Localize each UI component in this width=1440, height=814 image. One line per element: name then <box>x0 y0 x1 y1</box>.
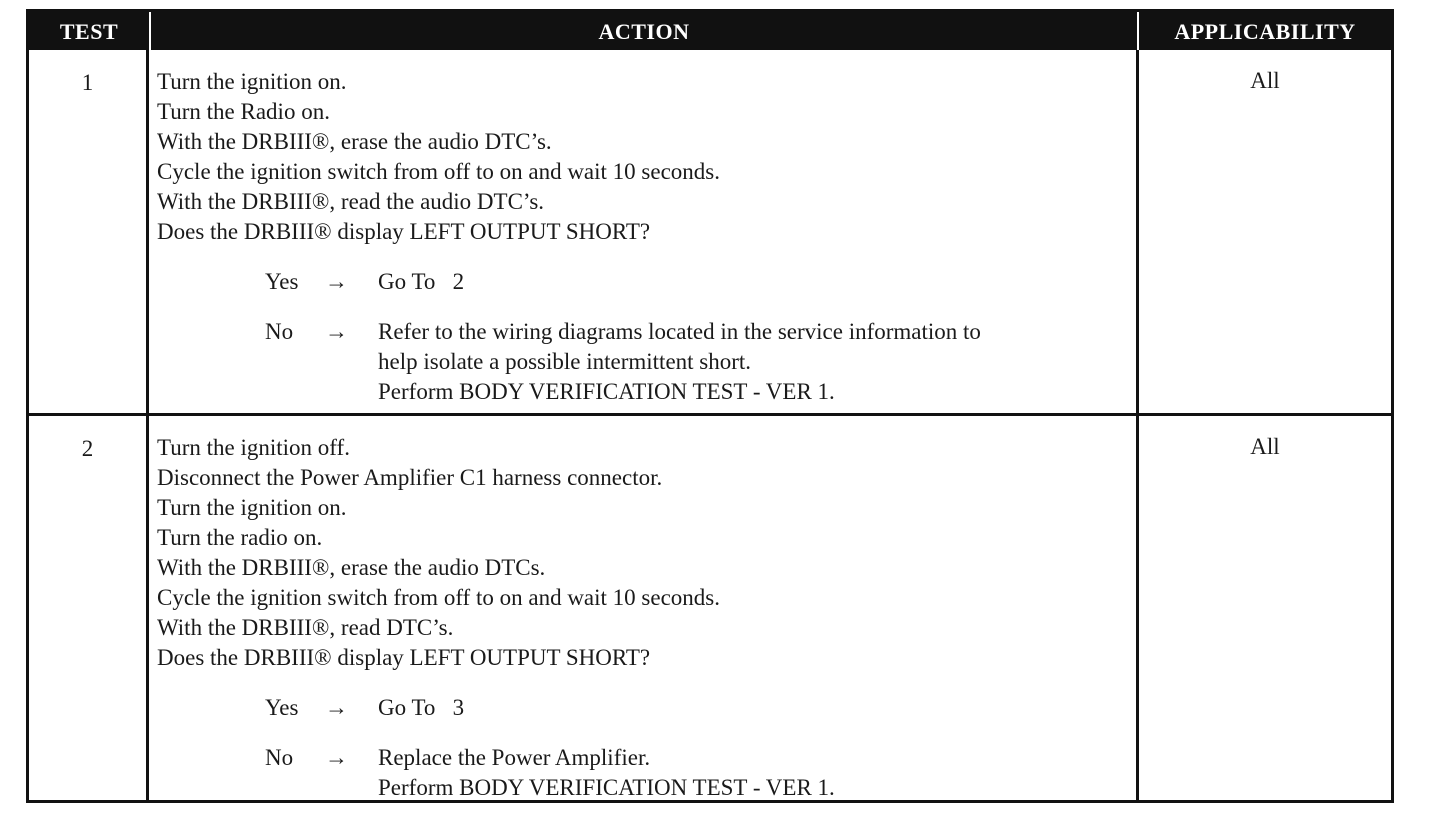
step-line: With the DRBIII®, read DTC’s. <box>157 615 454 640</box>
answers: Yes → Go To 2 No → Refer to the wiring d… <box>265 267 1136 407</box>
step-line: Does the DRBIII® display LEFT OUTPUT SHO… <box>157 219 651 244</box>
header-action: ACTION <box>149 12 1139 50</box>
no-answer: No → Replace the Power Amplifier. Perfor… <box>265 743 1136 803</box>
step-line: Turn the ignition off. <box>157 435 350 460</box>
action-cell: Turn the ignition off. Disconnect the Po… <box>149 413 1139 803</box>
action-cell: Turn the ignition on. Turn the Radio on.… <box>149 50 1139 413</box>
step-line: Turn the ignition on. <box>157 495 347 520</box>
response-line: Go To 3 <box>378 695 465 720</box>
step-line: Cycle the ignition switch from off to on… <box>157 159 720 184</box>
step-line: With the DRBIII®, erase the audio DTC’s. <box>157 129 552 154</box>
step-line: Does the DRBIII® display LEFT OUTPUT SHO… <box>157 645 651 670</box>
arrow-right-icon: → <box>325 269 348 294</box>
arrow-right-icon: → <box>325 319 348 344</box>
diagnostic-test-table: TEST ACTION APPLICABILITY 1 Turn the ign… <box>26 9 1394 803</box>
no-label: No <box>265 745 294 770</box>
no-answer: No → Refer to the wiring diagrams locate… <box>265 317 1136 407</box>
response-line: Replace the Power Amplifier. <box>378 745 651 770</box>
response-line: Perform BODY VERIFICATION TEST - VER 1. <box>378 379 835 404</box>
answers: Yes → Go To 3 No → Replace the Power Amp… <box>265 693 1136 803</box>
yes-label: Yes <box>265 269 299 294</box>
yes-label: Yes <box>265 695 299 720</box>
header-test: TEST <box>29 12 149 50</box>
yes-answer: Yes → Go To 2 <box>265 267 1136 297</box>
step-line: With the DRBIII®, erase the audio DTCs. <box>157 555 546 580</box>
no-response: Replace the Power Amplifier. Perform BOD… <box>378 743 1136 803</box>
response-line: Refer to the wiring diagrams located in … <box>378 319 981 344</box>
test-number: 2 <box>29 413 149 803</box>
response-line: Perform BODY VERIFICATION TEST - VER 1. <box>378 775 835 800</box>
yes-response: Go To 3 <box>378 693 1136 723</box>
response-line: Go To 2 <box>378 269 465 294</box>
header-applicability: APPLICABILITY <box>1139 12 1391 50</box>
no-response: Refer to the wiring diagrams located in … <box>378 317 1136 407</box>
step-line: With the DRBIII®, read the audio DTC’s. <box>157 189 545 214</box>
no-label: No <box>265 319 294 344</box>
arrow-right-icon: → <box>325 695 348 720</box>
arrow-right-icon: → <box>325 745 348 770</box>
response-line: help isolate a possible intermittent sho… <box>378 349 752 374</box>
step-line: Turn the ignition on. <box>157 69 347 94</box>
test-number: 1 <box>29 50 149 413</box>
yes-response: Go To 2 <box>378 267 1136 297</box>
step-line: Turn the Radio on. <box>157 99 330 124</box>
step-line: Cycle the ignition switch from off to on… <box>157 585 720 610</box>
applicability-value: All <box>1250 68 1280 93</box>
yes-answer: Yes → Go To 3 <box>265 693 1136 723</box>
step-line: Disconnect the Power Amplifier C1 harnes… <box>157 465 663 490</box>
step-line: Turn the radio on. <box>157 525 323 550</box>
applicability-value: All <box>1139 413 1391 803</box>
